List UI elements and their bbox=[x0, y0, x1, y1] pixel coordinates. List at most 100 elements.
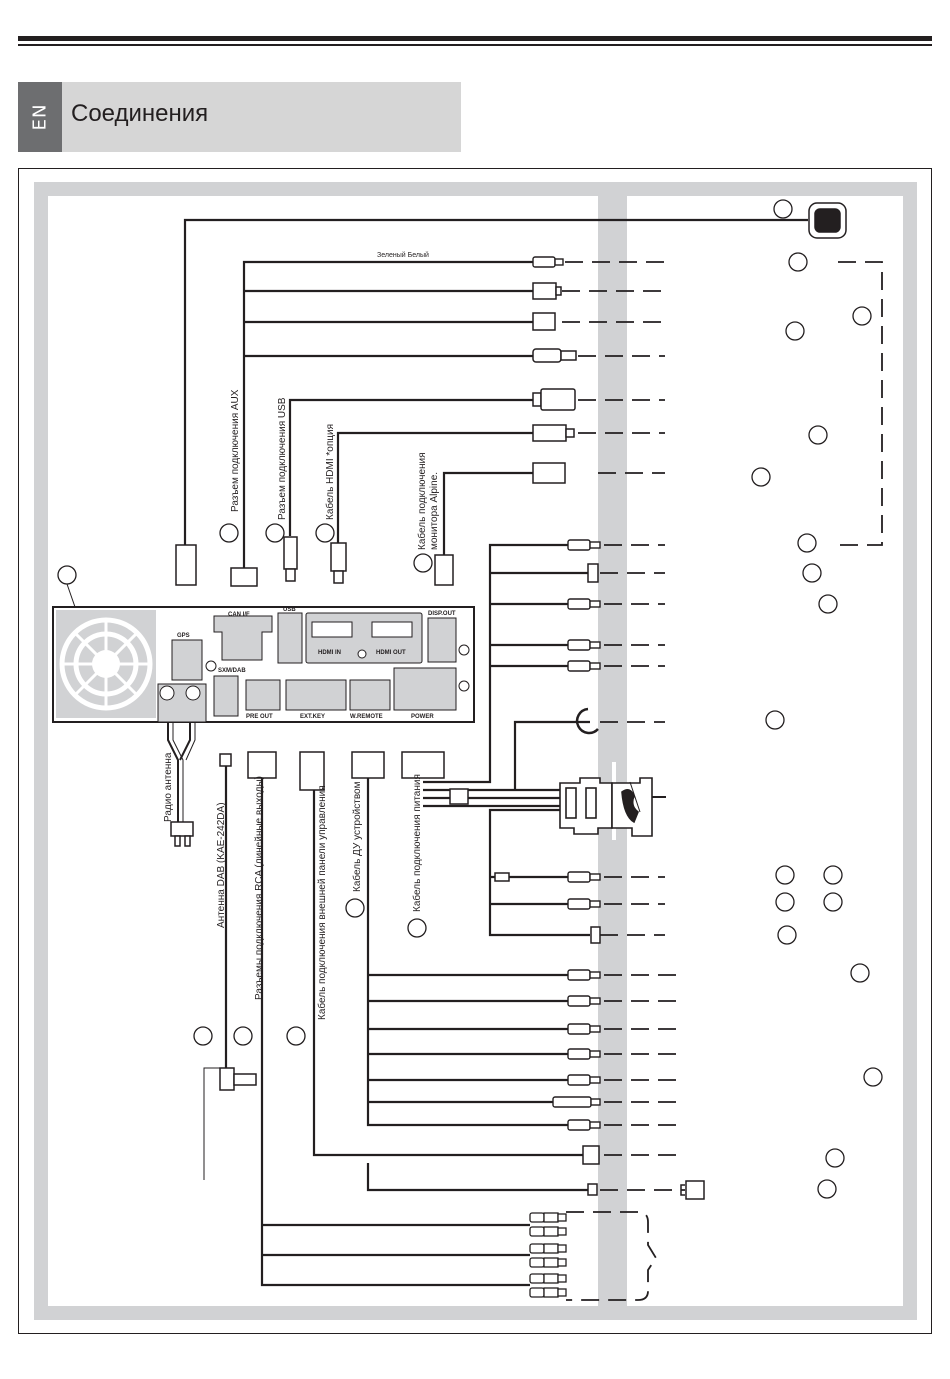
ext-panel-plug bbox=[299, 751, 325, 791]
label-ext-panel: Кабель подключения внешней панели управл… bbox=[316, 785, 328, 1020]
label-rca: Разъемы подключения RCA (линейные выходы… bbox=[254, 776, 265, 1000]
port-label-gps: GPS bbox=[177, 633, 190, 639]
plug-1125 bbox=[567, 1119, 601, 1131]
top-rule-thin bbox=[18, 44, 932, 46]
plug-1102 bbox=[552, 1096, 601, 1108]
port-label-hdmi-out: HDMI OUT bbox=[376, 650, 406, 656]
conn-473 bbox=[532, 462, 566, 484]
radio-wire-b bbox=[172, 710, 184, 822]
rca-harness-plug bbox=[247, 751, 277, 779]
language-tab: EN bbox=[18, 82, 62, 152]
port-label-sxm: SXM/DAB bbox=[218, 668, 246, 674]
plug-975 bbox=[567, 969, 601, 981]
misc-connectors bbox=[170, 202, 847, 1200]
port-label-pre-out: PRE OUT bbox=[246, 714, 273, 720]
power-trunk-1 bbox=[423, 543, 568, 784]
label-aux: Разъем подключения AUX bbox=[230, 389, 241, 512]
preout-port bbox=[245, 679, 281, 711]
port-label-can: CAN I/F bbox=[228, 612, 250, 618]
usb-wire bbox=[288, 398, 533, 536]
monitor-wire bbox=[442, 471, 533, 555]
remote-wire-7 bbox=[366, 1163, 588, 1192]
iso-harness bbox=[559, 777, 666, 837]
power-plug bbox=[401, 751, 445, 779]
conn-1190-remote bbox=[685, 1180, 705, 1200]
conn-400-a bbox=[532, 392, 542, 407]
right-grey-frame bbox=[616, 182, 917, 1320]
conn-356 bbox=[532, 348, 562, 363]
rca-plugs bbox=[532, 256, 601, 1131]
conn-1190 bbox=[587, 1183, 598, 1196]
hdmi-wire bbox=[336, 431, 533, 543]
label-monitor-1: Кабель подключения bbox=[416, 452, 428, 550]
head-unit-rear-panel bbox=[52, 583, 475, 723]
radio-plug bbox=[170, 821, 194, 837]
label-dab-antenna: Антенна DAB (KAE-242DA) bbox=[216, 802, 227, 928]
conn-small-877 bbox=[494, 872, 510, 882]
plug-645 bbox=[567, 639, 601, 651]
hdmi-plug bbox=[330, 542, 347, 572]
port-label-w-remote: W.REMOTE bbox=[350, 714, 383, 720]
aux-wire-1 bbox=[242, 260, 533, 568]
dab-plug bbox=[219, 753, 232, 767]
conn-573 bbox=[587, 563, 599, 583]
power-port bbox=[393, 667, 457, 711]
ext-panel-wire bbox=[312, 790, 583, 1157]
conn-291 bbox=[532, 282, 557, 300]
gps-port bbox=[171, 639, 203, 681]
monitor-plug bbox=[434, 554, 454, 586]
label-remote: Кабель ДУ устройством bbox=[351, 781, 363, 892]
remote-trunk bbox=[366, 778, 568, 1127]
port-label-ext-key: EXT.KEY bbox=[300, 714, 325, 720]
wires bbox=[167, 218, 808, 1287]
port-label-usb: USB bbox=[283, 607, 296, 613]
usb-port bbox=[277, 612, 303, 664]
diagram-frame bbox=[18, 168, 932, 1334]
rca-output-plugs bbox=[529, 1212, 567, 1298]
wremote-port bbox=[349, 679, 391, 711]
label-monitor-2: монитора Alpine. bbox=[429, 472, 440, 550]
conn-1155 bbox=[582, 1145, 600, 1165]
vertical-labels: Разъем подключения AUX Разъем подключени… bbox=[163, 389, 440, 1020]
port-labels: GPS CAN I/F USB SXM/DAB HDMI IN HDMI OUT… bbox=[177, 607, 456, 720]
label-power-cable: Кабель подключения питания bbox=[411, 774, 423, 912]
rca-trunk bbox=[260, 778, 530, 1287]
plug-545 bbox=[567, 539, 601, 551]
conn-322 bbox=[532, 312, 556, 331]
fuse bbox=[449, 788, 469, 805]
can-plug bbox=[230, 567, 258, 587]
callout-circles bbox=[57, 199, 883, 1199]
plug-877 bbox=[567, 871, 601, 883]
top-rule-thick bbox=[18, 36, 932, 41]
gps-plug bbox=[175, 544, 197, 586]
can-port bbox=[213, 615, 273, 661]
ring-terminal bbox=[575, 707, 599, 735]
plug-904 bbox=[567, 898, 601, 910]
label-usb: Разъем подключения USB bbox=[277, 397, 288, 520]
sxm-port bbox=[213, 675, 239, 717]
port-label-power: POWER bbox=[411, 714, 434, 720]
remote-plug bbox=[351, 751, 385, 779]
conn-935 bbox=[590, 926, 601, 944]
dashed-lines bbox=[562, 261, 883, 1301]
radio-wire-a bbox=[167, 710, 179, 822]
center-grey-strip-top bbox=[600, 182, 616, 762]
usb-plug bbox=[283, 536, 298, 570]
disp-port bbox=[427, 617, 457, 663]
conn-433 bbox=[532, 424, 567, 442]
gps-wire bbox=[183, 218, 808, 545]
port-label-hdmi-in: HDMI IN bbox=[318, 650, 341, 656]
wire-color-note: Зеленый Белый bbox=[377, 251, 429, 259]
port-label-disp-out: DISP.OUT bbox=[428, 611, 456, 617]
label-radio-antenna: Радио антенна bbox=[163, 752, 174, 822]
plug-262 bbox=[532, 256, 564, 268]
plug-1054 bbox=[567, 1048, 601, 1060]
plug-1001 bbox=[567, 995, 601, 1007]
extkey-port bbox=[285, 679, 347, 711]
dab-antenna-base bbox=[219, 1067, 235, 1091]
ground-wire bbox=[513, 720, 590, 790]
plug-604 bbox=[567, 598, 601, 610]
lower-trunk bbox=[488, 808, 590, 937]
plug-666 bbox=[567, 660, 601, 672]
